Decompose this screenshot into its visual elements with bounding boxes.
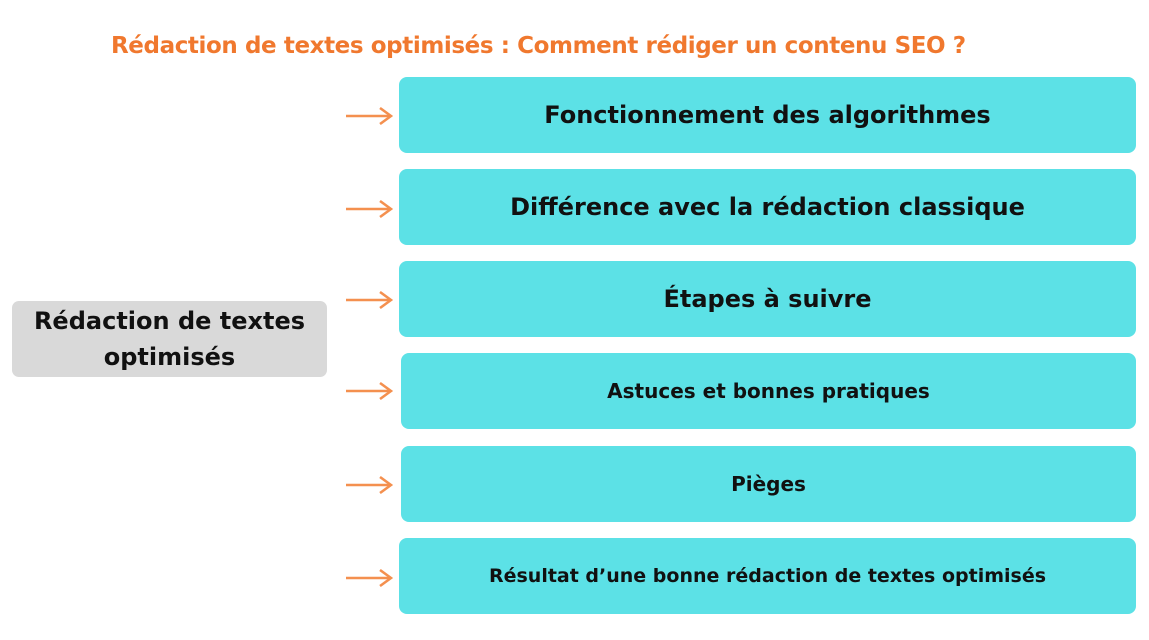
- branch-label: Différence avec la rédaction classique: [510, 193, 1025, 221]
- branch-label: Astuces et bonnes pratiques: [607, 379, 930, 403]
- branch-node-difference: Différence avec la rédaction classique: [399, 169, 1136, 245]
- branch-node-pitfalls: Pièges: [401, 446, 1136, 522]
- arrow-right-icon: [346, 381, 394, 401]
- branch-label: Pièges: [731, 472, 806, 496]
- branch-label: Étapes à suivre: [663, 285, 872, 313]
- branch-label: Résultat d’une bonne rédaction de textes…: [488, 565, 1047, 587]
- arrow-right-icon: [346, 106, 394, 126]
- root-node-label: Rédaction de textes optimisés: [33, 307, 306, 371]
- arrow-right-icon: [346, 199, 394, 219]
- arrow-right-icon: [346, 568, 394, 588]
- root-node: Rédaction de textes optimisés: [12, 301, 327, 377]
- branch-node-steps: Étapes à suivre: [399, 261, 1136, 337]
- arrow-right-icon: [346, 290, 394, 310]
- branch-node-tips: Astuces et bonnes pratiques: [401, 353, 1136, 429]
- branch-label: Fonctionnement des algorithmes: [544, 101, 991, 129]
- diagram-title: Rédaction de textes optimisés : Comment …: [111, 33, 966, 59]
- branch-node-result: Résultat d’une bonne rédaction de textes…: [399, 538, 1136, 614]
- arrow-right-icon: [346, 475, 394, 495]
- branch-node-algorithms: Fonctionnement des algorithmes: [399, 77, 1136, 153]
